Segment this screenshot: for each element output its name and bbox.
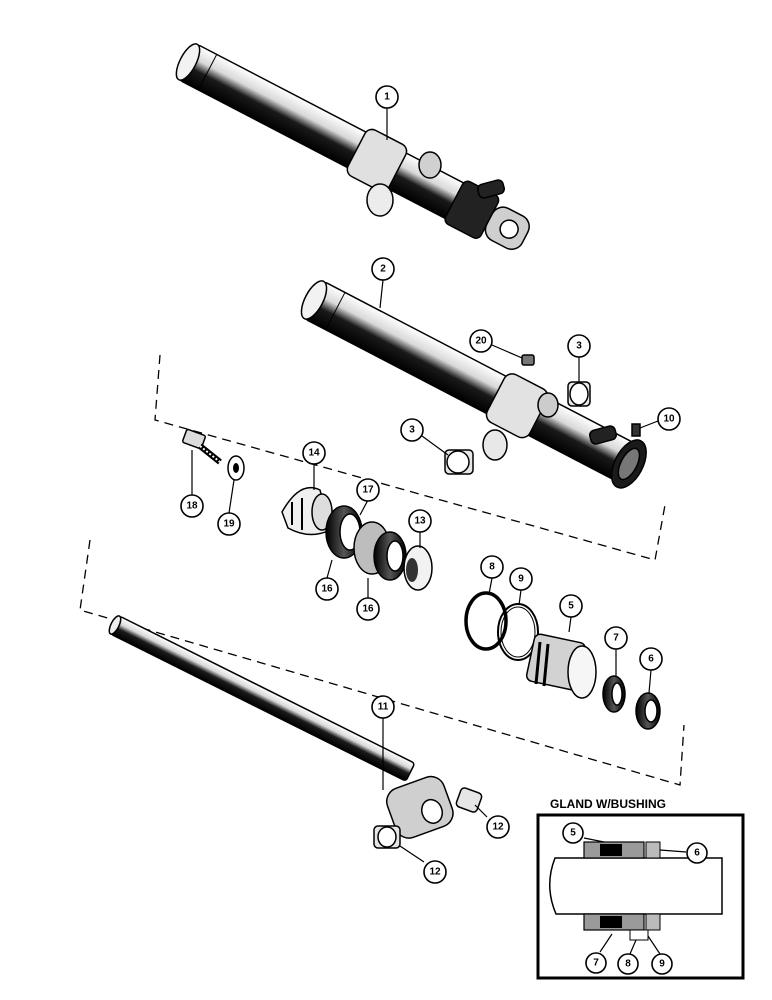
- washer-part: [227, 455, 245, 481]
- svg-text:5: 5: [570, 828, 576, 839]
- svg-text:7: 7: [613, 633, 619, 644]
- svg-text:7: 7: [593, 958, 599, 969]
- svg-text:17: 17: [362, 485, 374, 496]
- callout-8: 8: [480, 555, 504, 579]
- svg-text:9: 9: [659, 959, 665, 970]
- callout-14: 14: [302, 441, 326, 465]
- svg-text:19: 19: [223, 519, 235, 530]
- callout-5: 5: [559, 594, 583, 618]
- bolt-part: [182, 428, 222, 465]
- cylinder-barrel: [300, 280, 647, 489]
- callout-6: 6: [639, 647, 663, 671]
- callout-12-left: 12: [423, 860, 447, 884]
- inset-callout-6: 6: [686, 842, 708, 864]
- svg-text:18: 18: [186, 501, 198, 512]
- inset-callout-8: 8: [617, 953, 639, 975]
- dashed-assembly-line-upper: [154, 354, 666, 561]
- svg-text:20: 20: [475, 336, 487, 347]
- assembled-cylinder: [175, 43, 530, 250]
- callout-3-lower: 3: [400, 418, 424, 442]
- svg-text:6: 6: [694, 848, 700, 859]
- svg-text:6: 6: [648, 654, 654, 665]
- svg-text:8: 8: [489, 562, 495, 573]
- callout-12-right: 12: [486, 815, 510, 839]
- callout-19: 19: [217, 512, 241, 536]
- callout-3-upper: 3: [567, 334, 591, 358]
- piston-part: [281, 486, 333, 536]
- o-ring-part: [464, 591, 508, 651]
- bushing-part-lower: [444, 449, 474, 475]
- svg-text:10: 10: [663, 414, 675, 425]
- callout-10: 10: [657, 407, 681, 431]
- svg-text:13: 13: [414, 516, 426, 527]
- callout-7: 7: [604, 626, 628, 650]
- inset-callout-9: 9: [651, 953, 673, 975]
- callout-9: 9: [509, 567, 533, 591]
- svg-text:12: 12: [492, 822, 504, 833]
- gland-inset: GLAND W/BUSHING 5 6 7 8 9: [536, 797, 745, 980]
- piston-rod-part: [108, 615, 454, 839]
- backup-ring-part: [497, 603, 539, 661]
- inset-callout-7: 7: [585, 952, 607, 974]
- svg-text:3: 3: [576, 341, 582, 352]
- callout-17: 17: [356, 478, 380, 502]
- inset-callout-5: 5: [562, 822, 584, 844]
- callout-2: 2: [371, 257, 395, 281]
- wiper-part: [635, 692, 661, 730]
- callout-1: 1: [375, 85, 399, 109]
- svg-text:12: 12: [429, 867, 441, 878]
- leader-lines: [191, 108, 659, 863]
- svg-text:16: 16: [321, 584, 333, 595]
- rod-seal-part: [602, 675, 626, 713]
- clevis-bushing-part-left: [373, 825, 401, 849]
- svg-text:8: 8: [625, 959, 631, 970]
- svg-text:11: 11: [378, 702, 389, 713]
- svg-text:3: 3: [409, 425, 415, 436]
- callout-18: 18: [180, 494, 204, 518]
- callout-13: 13: [408, 509, 432, 533]
- svg-text:1: 1: [384, 92, 390, 103]
- callout-11: 11: [371, 695, 395, 719]
- svg-text:14: 14: [308, 448, 320, 459]
- gland-part: [525, 633, 597, 699]
- svg-text:5: 5: [568, 601, 574, 612]
- grease-fitting-part: [631, 423, 641, 437]
- svg-text:9: 9: [518, 574, 524, 585]
- plug-part: [521, 354, 535, 366]
- callout-20: 20: [469, 329, 493, 353]
- piston-nut-part: [403, 545, 433, 591]
- bushing-part-upper: [567, 381, 591, 407]
- svg-text:16: 16: [362, 604, 374, 615]
- piston-seal-part: [325, 505, 407, 581]
- inset-title: GLAND W/BUSHING: [550, 797, 666, 811]
- svg-text:2: 2: [380, 264, 386, 275]
- callout-16-right: 16: [356, 597, 380, 621]
- callout-16-left: 16: [315, 577, 339, 601]
